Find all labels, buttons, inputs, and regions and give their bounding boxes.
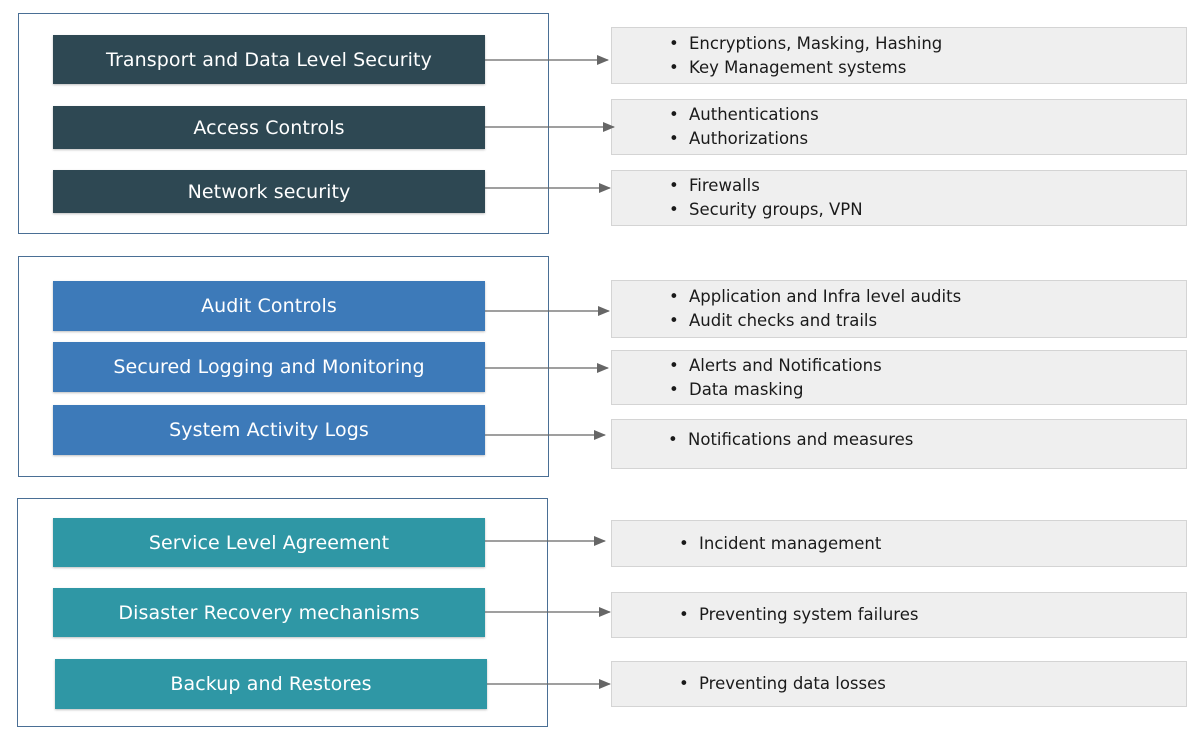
detail-item: • Authentications bbox=[669, 103, 1186, 127]
category-label: Access Controls bbox=[193, 116, 345, 139]
detail-text: Preventing system failures bbox=[699, 605, 919, 624]
detail-item: • Firewalls bbox=[669, 174, 1186, 198]
secured-logging-box: Secured Logging and Monitoring bbox=[53, 342, 485, 392]
detail-text: Notifications and measures bbox=[688, 430, 914, 449]
detail-item: • Audit checks and trails bbox=[669, 309, 1186, 333]
category-label: Secured Logging and Monitoring bbox=[113, 356, 425, 378]
network-details-box: • Firewalls • Security groups, VPN bbox=[611, 170, 1187, 226]
bullet-icon: • bbox=[669, 105, 679, 124]
detail-text: Preventing data losses bbox=[699, 674, 886, 693]
category-label: System Activity Logs bbox=[169, 419, 369, 441]
access-controls-box: Access Controls bbox=[53, 106, 485, 149]
detail-item: • Authorizations bbox=[669, 127, 1186, 151]
bullet-icon: • bbox=[669, 33, 679, 53]
detail-item: • Notifications and measures bbox=[668, 428, 1186, 452]
detail-item: • Key Management systems bbox=[669, 56, 1186, 80]
disaster-details-box: • Preventing system failures bbox=[611, 592, 1187, 638]
audit-details-box: • Application and Infra level audits • Aud… bbox=[611, 280, 1187, 338]
detail-text: Encryptions, Masking, Hashing bbox=[689, 33, 943, 53]
disaster-recovery-box: Disaster Recovery mechanisms bbox=[53, 588, 485, 637]
bullet-icon: • bbox=[669, 176, 679, 195]
bullet-icon: • bbox=[679, 674, 689, 693]
network-security-box: Network security bbox=[53, 170, 485, 213]
detail-item: • Preventing system failures bbox=[679, 603, 1186, 627]
audit-controls-box: Audit Controls bbox=[53, 281, 485, 331]
detail-text: Data masking bbox=[689, 379, 804, 399]
system-activity-logs-box: System Activity Logs bbox=[53, 405, 485, 455]
transport-data-security-box: Transport and Data Level Security bbox=[53, 35, 485, 84]
detail-text: Key Management systems bbox=[689, 57, 907, 77]
activity-logs-details-box: • Notifications and measures bbox=[611, 419, 1187, 469]
bullet-icon: • bbox=[679, 605, 689, 624]
bullet-icon: • bbox=[668, 430, 678, 449]
bullet-icon: • bbox=[669, 379, 679, 399]
detail-text: Audit checks and trails bbox=[689, 311, 878, 330]
detail-item: • Preventing data losses bbox=[679, 672, 1186, 696]
category-label: Transport and Data Level Security bbox=[106, 48, 432, 71]
category-label: Service Level Agreement bbox=[148, 531, 390, 554]
detail-item: • Incident management bbox=[679, 532, 1186, 556]
category-label: Disaster Recovery mechanisms bbox=[118, 601, 420, 624]
detail-item: • Encryptions, Masking, Hashing bbox=[669, 32, 1186, 56]
detail-text: Authentications bbox=[689, 105, 819, 124]
bullet-icon: • bbox=[669, 57, 679, 77]
transport-details-box: • Encryptions, Masking, Hashing • Key Mana… bbox=[611, 27, 1187, 84]
detail-text: Alerts and Notifications bbox=[689, 355, 882, 375]
detail-text: Security groups, VPN bbox=[689, 200, 863, 219]
bullet-icon: • bbox=[669, 129, 679, 148]
detail-item: • Alerts and Notifications bbox=[669, 354, 1186, 378]
backup-details-box: • Preventing data losses bbox=[611, 661, 1187, 707]
detail-item: • Security groups, VPN bbox=[669, 198, 1186, 222]
category-label: Network security bbox=[187, 180, 351, 203]
sla-details-box: • Incident management bbox=[611, 520, 1187, 567]
detail-item: • Application and Infra level audits bbox=[669, 285, 1186, 309]
category-label: Backup and Restores bbox=[170, 673, 372, 695]
access-details-box: • Authentications • Authorizations bbox=[611, 99, 1187, 155]
detail-item: • Data masking bbox=[669, 378, 1186, 402]
detail-text: Authorizations bbox=[689, 129, 809, 148]
bullet-icon: • bbox=[669, 200, 679, 219]
logging-details-box: • Alerts and Notifications • Data masking bbox=[611, 350, 1187, 405]
detail-text: Incident management bbox=[699, 533, 882, 553]
bullet-icon: • bbox=[669, 355, 679, 375]
category-label: Audit Controls bbox=[201, 295, 337, 317]
detail-text: Firewalls bbox=[689, 176, 760, 195]
backup-restores-box: Backup and Restores bbox=[55, 659, 487, 709]
bullet-icon: • bbox=[669, 287, 679, 306]
service-level-agreement-box: Service Level Agreement bbox=[53, 518, 485, 567]
detail-text: Application and Infra level audits bbox=[689, 287, 962, 306]
bullet-icon: • bbox=[669, 311, 679, 330]
bullet-icon: • bbox=[679, 533, 689, 553]
